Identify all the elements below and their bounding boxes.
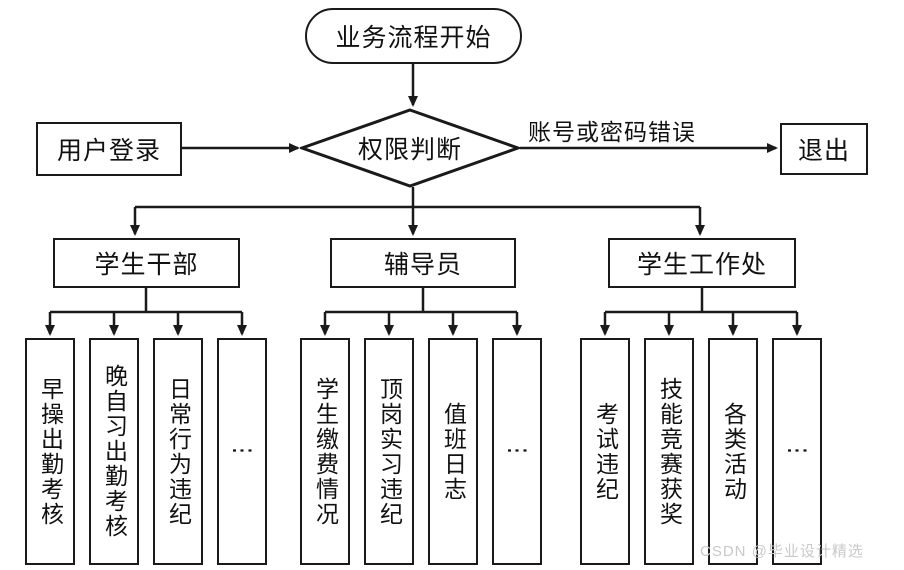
role-label: 学生工作处 bbox=[636, 252, 767, 279]
leaf-label: 早操出勤考核 bbox=[37, 376, 63, 527]
user-login-label: 用户登录 bbox=[56, 138, 161, 165]
leaf-label: 技能竞赛获奖 bbox=[656, 376, 682, 527]
leaf-node[interactable]: 技能竞赛获奖 bbox=[644, 338, 694, 565]
role-label: 辅导员 bbox=[383, 252, 462, 279]
leaf-node[interactable]: 早操出勤考核 bbox=[25, 338, 75, 565]
leaf-node[interactable]: 考试违纪 bbox=[580, 338, 630, 565]
edge-label-credential-error: 账号或密码错误 bbox=[528, 120, 696, 145]
leaf-label: 学生缴费情况 bbox=[312, 376, 338, 527]
leaf-label: 日常行为违纪 bbox=[165, 376, 191, 527]
leaf-node[interactable]: 学生缴费情况 bbox=[300, 338, 350, 565]
start-node[interactable]: 业务流程开始 bbox=[305, 8, 522, 64]
role-label: 学生干部 bbox=[94, 252, 199, 279]
exit-node[interactable]: 退出 bbox=[780, 123, 868, 175]
ellipsis-icon: ⋮ bbox=[505, 439, 530, 464]
ellipsis-icon: ⋮ bbox=[785, 439, 810, 464]
permission-decision-label: 权限判断 bbox=[357, 137, 462, 164]
leaf-label: 各类活动 bbox=[720, 401, 746, 502]
role-node-student-affairs-office[interactable]: 学生工作处 bbox=[608, 238, 796, 288]
leaf-node[interactable]: 顶岗实习违纪 bbox=[364, 338, 414, 565]
leaf-node-more[interactable]: ⋮ bbox=[492, 338, 542, 565]
leaf-node[interactable]: 晚自习出勤考核 bbox=[89, 338, 139, 565]
leaf-label: 晚自习出勤考核 bbox=[101, 364, 127, 539]
diamond-shape-icon bbox=[300, 108, 520, 188]
leaf-label: 考试违纪 bbox=[592, 401, 618, 502]
leaf-label: 值班日志 bbox=[440, 401, 466, 502]
ellipsis-icon: ⋮ bbox=[230, 439, 255, 464]
role-node-student-cadre[interactable]: 学生干部 bbox=[53, 238, 240, 288]
leaf-node-more[interactable]: ⋮ bbox=[217, 338, 267, 565]
leaf-node[interactable]: 值班日志 bbox=[428, 338, 478, 565]
user-login-node[interactable]: 用户登录 bbox=[36, 122, 182, 176]
start-node-label: 业务流程开始 bbox=[335, 25, 492, 52]
permission-decision-node[interactable]: 权限判断 bbox=[300, 108, 520, 188]
role-node-counselor[interactable]: 辅导员 bbox=[330, 238, 516, 288]
leaf-node-more[interactable]: ⋮ bbox=[772, 338, 822, 565]
leaf-label: 顶岗实习违纪 bbox=[376, 376, 402, 527]
leaf-node[interactable]: 日常行为违纪 bbox=[153, 338, 203, 565]
exit-node-label: 退出 bbox=[797, 138, 850, 165]
watermark: CSDN @毕业设计精选 bbox=[700, 543, 864, 560]
leaf-node[interactable]: 各类活动 bbox=[708, 338, 758, 565]
